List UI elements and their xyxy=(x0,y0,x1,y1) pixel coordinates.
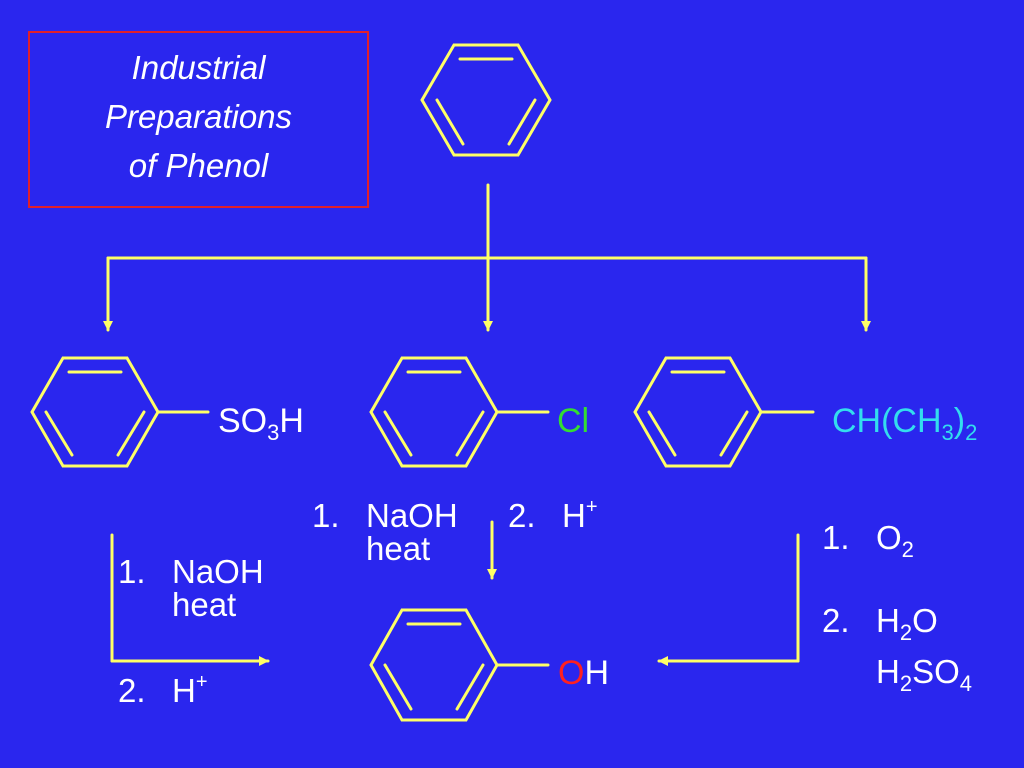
isopropyl-label: CH(CH3)2 xyxy=(832,402,977,445)
sulfonic-acid-label: SO3H xyxy=(218,402,304,445)
svg-text:H2SO4: H2SO4 xyxy=(876,653,972,696)
svg-text:2. H+: 2. H+ xyxy=(508,496,598,534)
cumene-to-phenol-arrow xyxy=(657,533,800,666)
svg-text:heat: heat xyxy=(172,586,236,623)
chloro-reagents: 1. NaOH heat 2. H+ xyxy=(312,496,598,567)
svg-text:1. O2: 1. O2 xyxy=(822,519,914,562)
chlorobenzene-ring xyxy=(369,356,550,468)
cumene-reagents: 1. O2 2. H2O H2SO4 xyxy=(822,519,972,696)
sulfonate-reagents: 1. NaOH heat 2. H+ xyxy=(118,553,264,709)
title-line-3: of Phenol xyxy=(128,147,269,184)
benzenesulfonic-ring xyxy=(30,356,210,468)
title-line-2: Preparations xyxy=(104,98,293,135)
chloro-label: Cl xyxy=(557,402,589,440)
svg-text:heat: heat xyxy=(366,530,430,567)
phenol-ring xyxy=(369,608,550,722)
svg-text:1. NaOH: 1. NaOH xyxy=(118,553,264,590)
svg-text:2. H+: 2. H+ xyxy=(118,671,208,709)
svg-text:2. H2O: 2. H2O xyxy=(822,602,938,645)
sulfonate-to-phenol-arrow xyxy=(110,533,270,666)
branch-arrows xyxy=(103,183,871,332)
svg-text:1. NaOH: 1. NaOH xyxy=(312,497,458,534)
hydroxyl-label: OH xyxy=(558,654,609,692)
cumene-ring xyxy=(633,356,815,468)
title-line-1: Industrial xyxy=(131,49,266,86)
benzene-ring xyxy=(420,43,552,157)
title-box: Industrial Preparations of Phenol xyxy=(28,31,369,208)
